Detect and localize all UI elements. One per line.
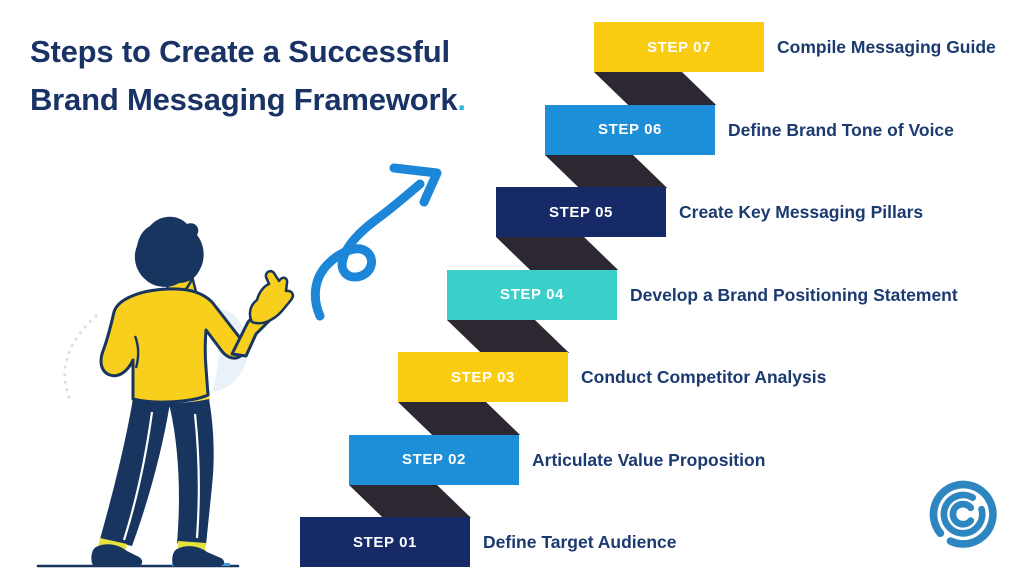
step-7-label: Compile Messaging Guide <box>777 37 996 57</box>
step-5: STEP 05 Create Key Messaging Pillars <box>496 187 923 237</box>
step-5-label: Create Key Messaging Pillars <box>679 202 924 222</box>
title-accent-period: . <box>457 82 466 117</box>
step-4: STEP 04 Develop a Brand Positioning Stat… <box>447 269 958 320</box>
step-6-label: Define Brand Tone of Voice <box>728 119 954 140</box>
back-crease <box>133 335 140 369</box>
step-3-badge: STEP 03 <box>398 352 568 402</box>
left-shoe <box>91 544 143 566</box>
open-hand <box>248 269 295 325</box>
step-2-badge: STEP 02 <box>349 434 519 485</box>
step-1-label: Define Target Audience <box>483 532 677 552</box>
arrow-shaft <box>310 179 425 321</box>
right-leg <box>168 399 214 545</box>
sweater-torso <box>99 287 246 404</box>
step-4-label: Develop a Brand Positioning Statement <box>630 284 958 305</box>
title-line-2: Brand Messaging Framework <box>30 82 458 117</box>
page-title: Steps to Create a Successful Brand Messa… <box>30 28 570 124</box>
stair-connector <box>447 319 569 352</box>
logo-outer-ring <box>929 480 997 548</box>
step-3-label: Conduct Competitor Analysis <box>581 367 827 387</box>
stair-connector <box>545 154 667 187</box>
stair-connector <box>594 72 716 105</box>
stair-connector <box>398 402 520 435</box>
step-6: STEP 06 Define Brand Tone of Voice <box>545 104 954 155</box>
right-leg-seam <box>193 413 200 539</box>
step-1-badge: STEP 01 <box>300 517 470 567</box>
step-4-badge: STEP 04 <box>447 269 617 320</box>
man-presenting-illustration <box>36 216 295 568</box>
left-leg <box>100 399 170 546</box>
step-7: STEP 07 Compile Messaging Guide <box>594 22 996 72</box>
dotted-arc-decoration <box>63 314 98 402</box>
stair-connector <box>349 484 471 517</box>
arrow-head <box>389 163 442 207</box>
logo-middle-ring <box>940 491 986 537</box>
hand-drawn-curved-arrow-icon <box>310 163 442 321</box>
step-7-badge: STEP 07 <box>594 22 764 72</box>
step-2-label: Articulate Value Proposition <box>532 449 766 470</box>
step-3: STEP 03 Conduct Competitor Analysis <box>398 352 826 402</box>
step-2: STEP 02 Articulate Value Proposition <box>349 434 765 485</box>
title-line-1: Steps to Create a Successful <box>30 34 450 69</box>
step-1: STEP 01 Define Target Audience <box>300 517 677 567</box>
left-leg-seam <box>122 411 154 541</box>
step-5-badge: STEP 05 <box>496 187 666 237</box>
right-shoe <box>172 546 225 566</box>
stair-connector <box>496 237 618 270</box>
hair <box>134 216 204 287</box>
brand-swirl-logo-icon <box>929 480 997 548</box>
step-6-badge: STEP 06 <box>545 104 715 155</box>
logo-inner-crescent <box>949 500 975 528</box>
